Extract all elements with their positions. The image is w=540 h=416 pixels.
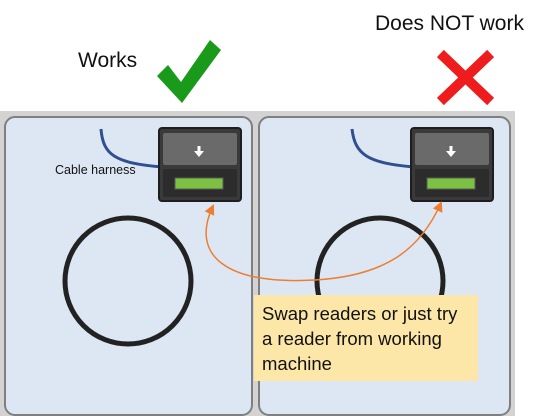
working-card-reader	[158, 127, 242, 202]
swap-readers-note: Swap readers or just try a reader from w…	[254, 295, 478, 381]
note-line: Swap readers or just try	[262, 303, 458, 324]
note-line: a reader from working	[262, 328, 442, 349]
non-working-machine-cable	[350, 128, 415, 169]
swap-arrow	[204, 201, 443, 282]
working-machine-cable	[99, 128, 163, 169]
non-working-reader-slot	[426, 177, 476, 190]
cable-harness-label: Cable harness	[55, 163, 136, 177]
check-mark-icon	[157, 40, 221, 103]
down-arrow-icon	[194, 146, 204, 157]
non-working-card-reader	[410, 127, 494, 202]
working-machine-drum	[62, 215, 194, 347]
cross-mark-icon	[436, 49, 495, 106]
does-not-work-label: Does NOT work	[375, 12, 524, 35]
working-machine	[4, 116, 253, 416]
down-arrow-icon	[446, 146, 456, 157]
working-reader-slot	[174, 177, 224, 190]
note-line: machine	[262, 353, 332, 374]
works-label: Works	[78, 49, 138, 72]
